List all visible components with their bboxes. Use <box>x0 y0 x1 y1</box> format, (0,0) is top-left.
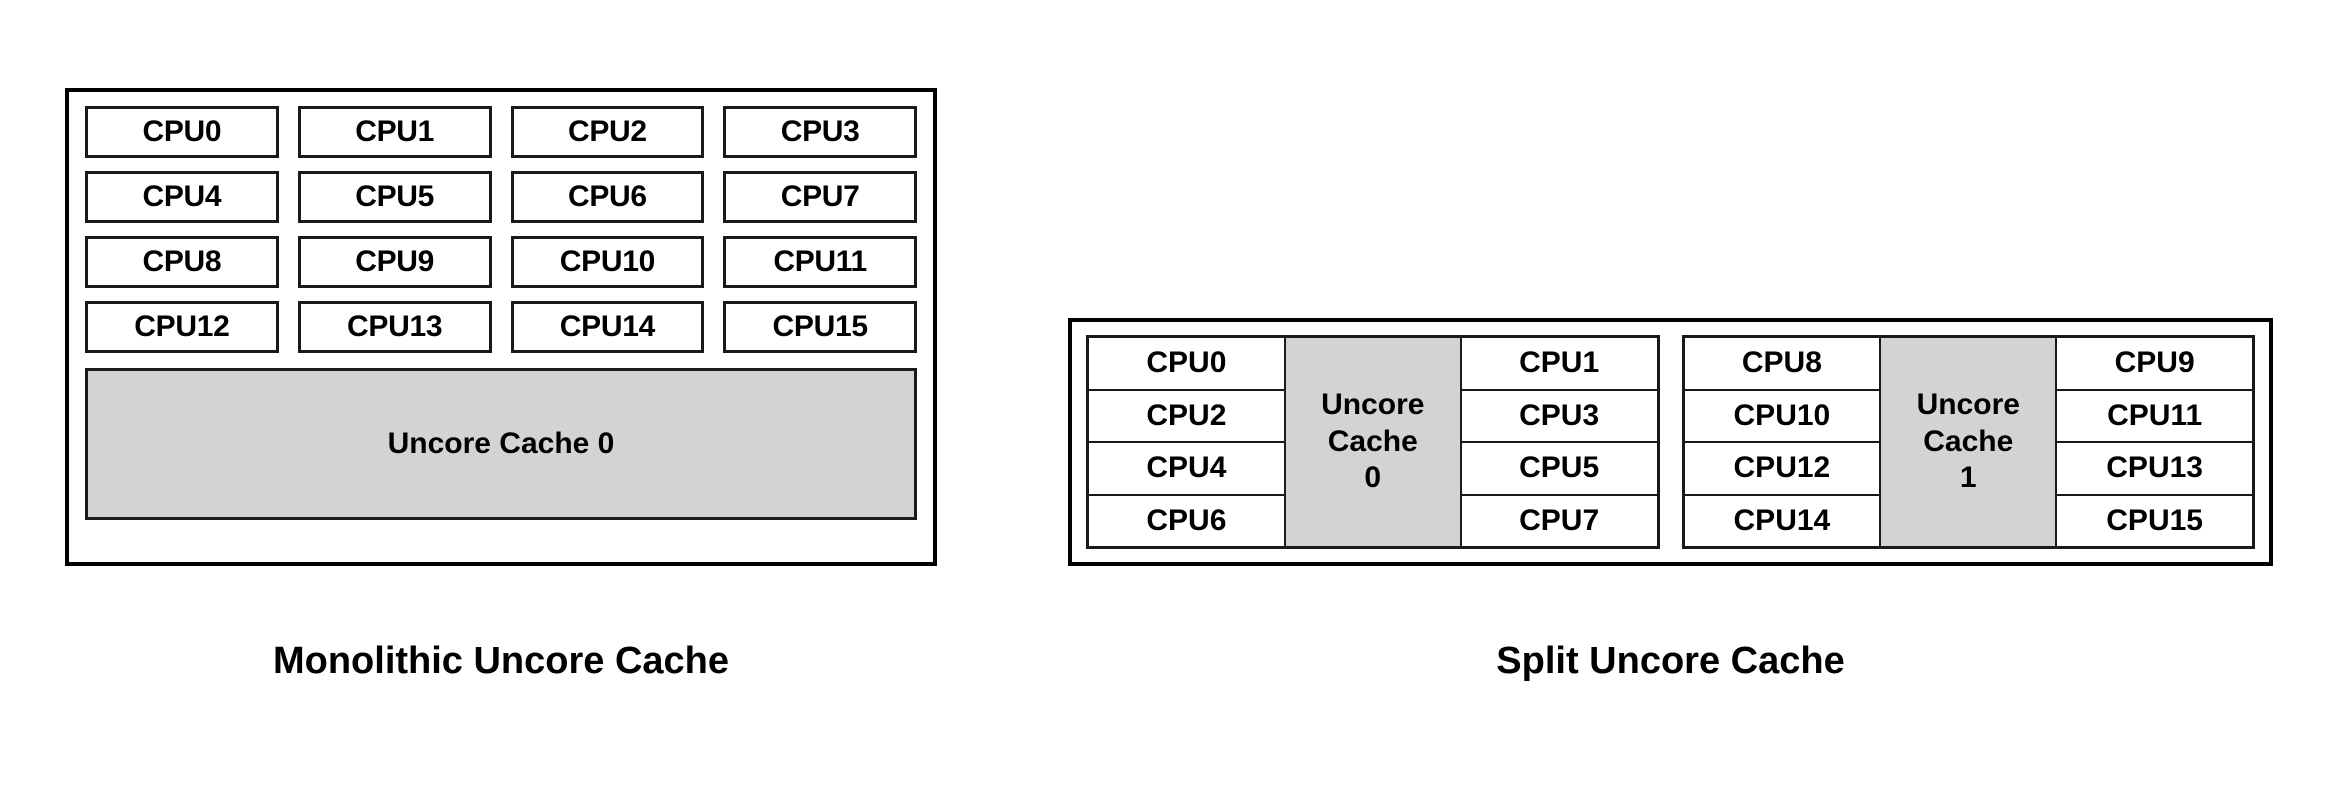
cpu-box: CPU4 <box>85 171 279 223</box>
cpu-box: CPU14 <box>510 301 705 353</box>
cpu-box: CPU14 <box>1684 495 1880 546</box>
cpu-box: CPU6 <box>1089 495 1284 546</box>
uncore-cache-block: Uncore Cache 0 <box>1283 338 1462 546</box>
uncore-cache-line: Cache <box>1923 424 2014 458</box>
cpu-box: CPU5 <box>297 171 492 223</box>
cpu-box: CPU13 <box>297 301 492 353</box>
cpu-box: CPU10 <box>1684 390 1880 443</box>
uncore-cache-block: Uncore Cache 1 <box>1879 338 2058 546</box>
monolithic-uncore-panel: CPU0 CPU1 CPU2 CPU3 CPU4 CPU5 CPU6 CPU7 … <box>65 88 937 566</box>
split-uncore-panel: CPU0 CPU2 CPU4 CPU6 Uncore Cache 0 CPU1 … <box>1068 318 2273 566</box>
cpu-box: CPU6 <box>510 171 705 223</box>
cpu-box: CPU11 <box>723 236 917 288</box>
uncore-cache-index: 0 <box>1364 461 1382 495</box>
cpu-box: CPU7 <box>1461 495 1657 546</box>
uncore-cache-line: Uncore <box>1916 388 2020 422</box>
split-caption: Split Uncore Cache <box>1496 640 1845 682</box>
cpu-box: CPU7 <box>723 171 917 223</box>
cpu-box: CPU15 <box>2057 495 2252 546</box>
cpu-box: CPU1 <box>1461 338 1657 391</box>
uncore-cache-index: 1 <box>1959 461 1977 495</box>
cpu-box: CPU0 <box>1089 338 1284 391</box>
cpu-box: CPU11 <box>2057 390 2252 443</box>
cpu-box: CPU3 <box>723 106 917 158</box>
uncore-cache-block: Uncore Cache 0 <box>85 368 917 520</box>
uncore-cache-line: Uncore <box>1321 388 1425 422</box>
cpu-cluster: CPU0 CPU2 CPU4 CPU6 Uncore Cache 0 CPU1 … <box>1086 335 1660 549</box>
cluster-left-column: CPU8 CPU10 CPU12 CPU14 <box>1684 338 1880 546</box>
cluster-left-column: CPU0 CPU2 CPU4 CPU6 <box>1089 338 1284 546</box>
cpu-cluster: CPU8 CPU10 CPU12 CPU14 Uncore Cache 1 CP… <box>1681 335 2255 549</box>
cpu-box: CPU2 <box>510 106 705 158</box>
cpu-box: CPU2 <box>1089 390 1284 443</box>
cpu-box: CPU12 <box>1684 443 1880 496</box>
monolithic-cpu-grid: CPU0 CPU1 CPU2 CPU3 CPU4 CPU5 CPU6 CPU7 … <box>85 106 917 353</box>
cpu-box: CPU4 <box>1089 443 1284 496</box>
cpu-box: CPU13 <box>2057 443 2252 496</box>
cpu-box: CPU3 <box>1461 390 1657 443</box>
cluster-right-column: CPU9 CPU11 CPU13 CPU15 <box>2057 338 2252 546</box>
cpu-box: CPU1 <box>297 106 492 158</box>
cpu-box: CPU12 <box>85 301 279 353</box>
cpu-box: CPU8 <box>85 236 279 288</box>
cpu-box: CPU10 <box>510 236 705 288</box>
cluster-right-column: CPU1 CPU3 CPU5 CPU7 <box>1461 338 1657 546</box>
cpu-box: CPU9 <box>297 236 492 288</box>
uncore-cache-line: Cache <box>1327 424 1418 458</box>
cpu-box: CPU5 <box>1461 443 1657 496</box>
monolithic-caption: Monolithic Uncore Cache <box>272 640 730 682</box>
cpu-box: CPU8 <box>1684 338 1880 391</box>
cpu-box: CPU15 <box>723 301 917 353</box>
cpu-box: CPU0 <box>85 106 279 158</box>
cpu-box: CPU9 <box>2057 338 2252 391</box>
